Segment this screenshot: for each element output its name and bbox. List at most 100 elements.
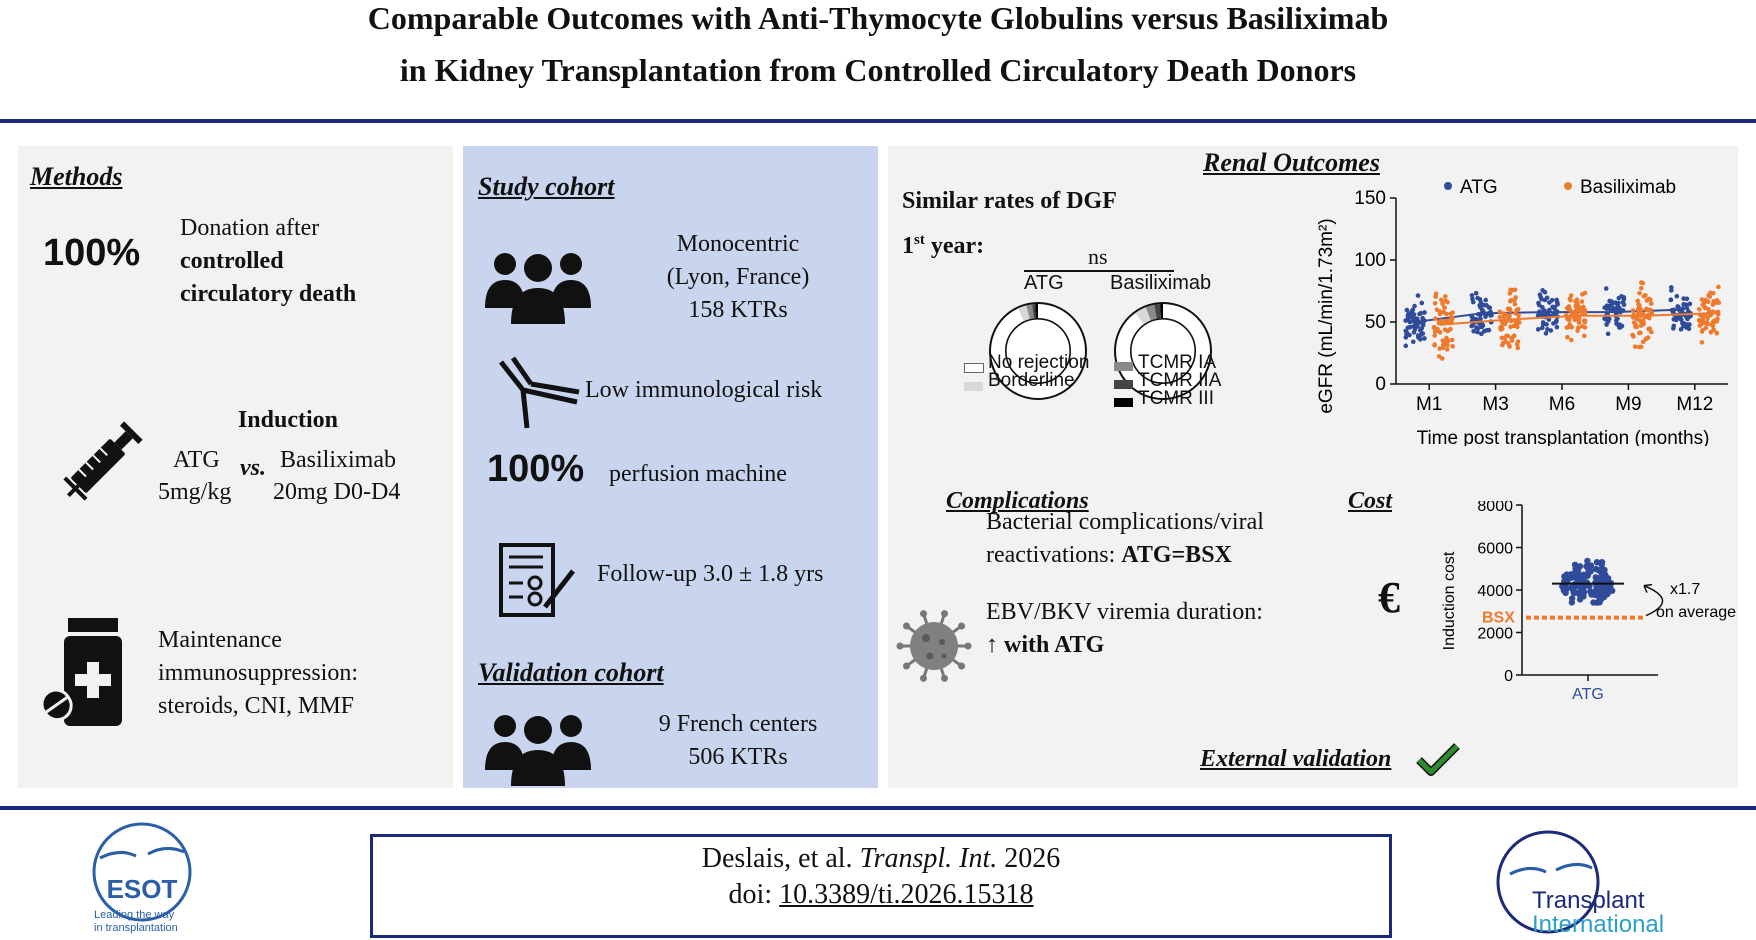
egfr-median-line bbox=[1443, 312, 1709, 326]
egfr-point bbox=[1478, 316, 1483, 322]
egfr-point bbox=[1677, 314, 1683, 320]
egfr-point bbox=[1539, 325, 1545, 331]
validation-cohort-heading: Validation cohort bbox=[478, 658, 664, 687]
donut-slice-tcmr-iia bbox=[1154, 304, 1161, 319]
methods-panel: Methods 100% Donation after controlled c… bbox=[18, 146, 453, 788]
egfr-point bbox=[1450, 344, 1455, 349]
egfr-point bbox=[1638, 285, 1644, 291]
egfr-point bbox=[1412, 303, 1417, 309]
cost-y-axis-label: Induction cost bbox=[1441, 551, 1458, 650]
egfr-point bbox=[1470, 296, 1475, 302]
egfr-point bbox=[1644, 306, 1650, 312]
cost-point bbox=[1593, 559, 1601, 566]
egfr-point bbox=[1619, 323, 1625, 329]
egfr-point bbox=[1711, 290, 1716, 296]
induction-atg: ATG bbox=[173, 447, 220, 473]
cost-x-label: ATG bbox=[1572, 686, 1604, 703]
egfr-point bbox=[1433, 291, 1439, 296]
perfusion-text: perfusion machine bbox=[609, 461, 787, 487]
renal-outcomes-heading: Renal Outcomes bbox=[1203, 148, 1380, 177]
egfr-point bbox=[1575, 325, 1581, 331]
egfr-point bbox=[1604, 306, 1609, 311]
maintenance-text: Maintenance immunosuppression: steroids,… bbox=[158, 624, 358, 723]
egfr-point bbox=[1581, 304, 1586, 310]
egfr-point bbox=[1555, 302, 1560, 307]
egfr-point bbox=[1449, 319, 1455, 324]
virus-icon bbox=[896, 610, 972, 682]
egfr-point bbox=[1403, 328, 1409, 334]
doi-link[interactable]: 10.3389/ti.2026.15318 bbox=[779, 879, 1034, 910]
bacterial-text: Bacterial complications/viral reactivati… bbox=[986, 506, 1264, 572]
virus-spike-tip bbox=[964, 642, 972, 650]
egfr-point bbox=[1573, 308, 1579, 313]
legend-swatch-tcmr-ia bbox=[1114, 362, 1133, 371]
egfr-point bbox=[1535, 327, 1541, 332]
transplant-international-logo: Transplant International bbox=[1496, 830, 1664, 938]
monocentric-text: Monocentric (Lyon, France) 158 KTRs bbox=[613, 228, 863, 327]
validation-people-icon bbox=[485, 715, 591, 786]
cost-ratio-value: x1.7 bbox=[1670, 581, 1700, 598]
ebv-text: EBV/BKV viremia duration: ↑ with ATG bbox=[986, 596, 1263, 662]
egfr-point bbox=[1432, 300, 1438, 306]
egfr-point bbox=[1488, 313, 1493, 318]
cost-point bbox=[1609, 587, 1616, 594]
atg-dose: 5mg/kg bbox=[158, 479, 232, 505]
egfr-point bbox=[1471, 328, 1476, 334]
egfr-y-tick-label: 100 bbox=[1354, 250, 1386, 271]
checkmark-icon bbox=[1416, 743, 1460, 776]
egfr-point bbox=[1547, 300, 1552, 305]
cost-point bbox=[1595, 589, 1603, 597]
egfr-point bbox=[1554, 324, 1560, 330]
egfr-point bbox=[1511, 333, 1517, 338]
egfr-x-tick-label: M3 bbox=[1482, 394, 1508, 415]
egfr-point bbox=[1508, 287, 1513, 293]
egfr-point bbox=[1581, 333, 1587, 339]
ebv-line-1: EBV/BKV viremia duration: bbox=[986, 599, 1263, 625]
ti-logo-line-2: International bbox=[1532, 911, 1664, 938]
donation-line-1: Donation after bbox=[180, 215, 320, 241]
egfr-point bbox=[1614, 321, 1619, 327]
egfr-point bbox=[1404, 307, 1410, 313]
follow-up-text: Follow-up 3.0 ± 1.8 yrs bbox=[597, 561, 824, 587]
egfr-point bbox=[1566, 317, 1572, 323]
egfr-point bbox=[1487, 305, 1493, 310]
induction-heading: Induction bbox=[237, 407, 339, 433]
egfr-point bbox=[1648, 301, 1654, 306]
donut-slice-tcmr-iii bbox=[1160, 304, 1163, 319]
egfr-point bbox=[1621, 297, 1627, 302]
egfr-point bbox=[1696, 306, 1702, 312]
maintenance-line-1: Maintenance bbox=[158, 627, 282, 653]
egfr-point bbox=[1639, 280, 1644, 285]
cost-point bbox=[1587, 562, 1595, 569]
egfr-point bbox=[1670, 326, 1676, 331]
egfr-point bbox=[1566, 304, 1572, 309]
egfr-point bbox=[1443, 340, 1448, 346]
cost-point bbox=[1596, 599, 1603, 606]
egfr-point bbox=[1569, 337, 1574, 343]
egfr-point bbox=[1681, 302, 1686, 307]
egfr-point bbox=[1632, 344, 1638, 349]
donation-text: Donation after controlled circulatory de… bbox=[180, 212, 356, 311]
egfr-point bbox=[1579, 299, 1585, 304]
ns-bracket bbox=[1024, 270, 1174, 272]
citation-authors: Deslais, et al. bbox=[701, 843, 860, 874]
egfr-point bbox=[1435, 326, 1440, 332]
citation-line-2: doi: 10.3389/ti.2026.15318 bbox=[373, 879, 1389, 911]
egfr-point bbox=[1483, 314, 1488, 320]
donation-line-2: controlled bbox=[180, 248, 284, 274]
induction-basiliximab: Basiliximab bbox=[280, 447, 396, 473]
egfr-point bbox=[1509, 338, 1515, 343]
egfr-point bbox=[1447, 327, 1453, 333]
egfr-point bbox=[1543, 331, 1549, 336]
egfr-point bbox=[1639, 320, 1644, 326]
cost-points bbox=[1552, 557, 1624, 606]
citation-box: Deslais, et al. Transpl. Int. 2026 doi: … bbox=[370, 834, 1392, 938]
egfr-point bbox=[1439, 356, 1445, 361]
egfr-point bbox=[1552, 304, 1557, 310]
legend-no-rejection: No rejection bbox=[988, 352, 1090, 373]
egfr-point bbox=[1573, 303, 1578, 309]
egfr-point bbox=[1515, 306, 1521, 312]
cost-point bbox=[1562, 589, 1569, 597]
egfr-point bbox=[1479, 324, 1485, 330]
